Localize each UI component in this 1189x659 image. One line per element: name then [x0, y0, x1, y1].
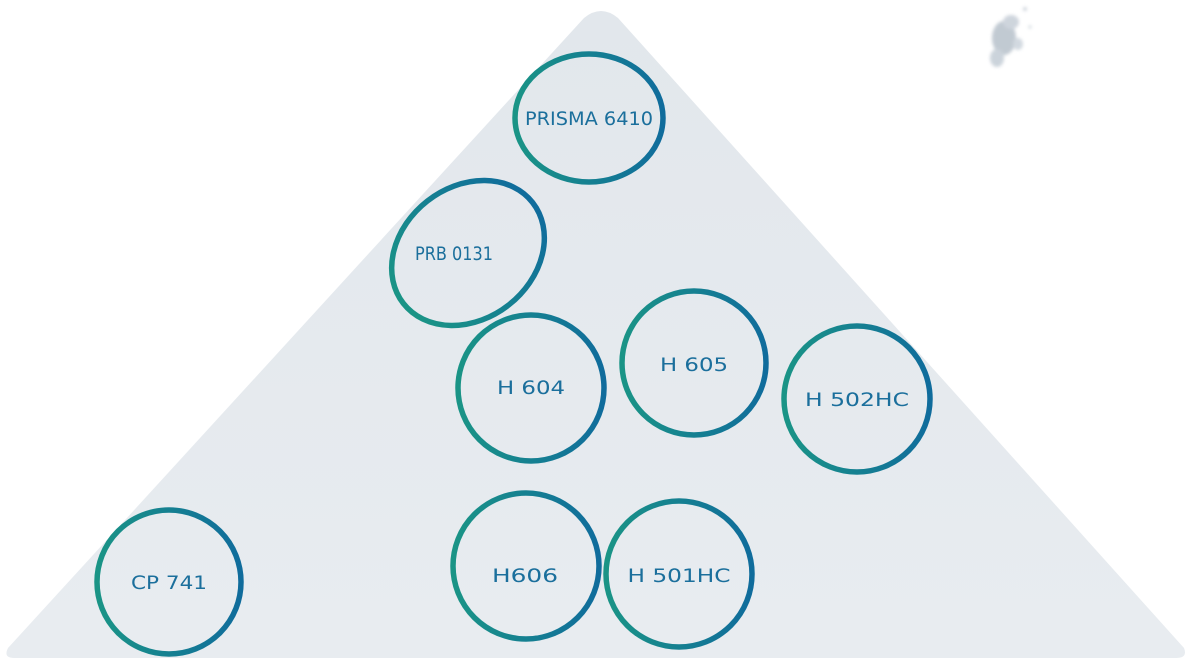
node-h-501hc: H 501HC [603, 498, 755, 650]
node-ring [450, 490, 602, 642]
node-label: H 605 [660, 354, 728, 376]
node-label: H606 [492, 565, 558, 587]
node-h606: H606 [450, 490, 602, 642]
node-label: PRISMA 6410 [525, 108, 653, 130]
node-label: CP 741 [131, 572, 207, 594]
node-prisma-6410: PRISMA 6410 [512, 51, 666, 185]
node-ring [603, 498, 755, 650]
pyramid-shape [6, 11, 1185, 658]
node-cp-741: CP 741 [94, 507, 244, 657]
node-ring [94, 507, 244, 657]
node-label: PRB 0131 [415, 243, 493, 265]
node-label: H 502HC [805, 389, 909, 411]
node-prb-0131: PRB 0131 [388, 177, 548, 329]
node-ring [388, 177, 548, 329]
decorative-smudge [990, 7, 1032, 67]
node-ring [619, 288, 769, 438]
node-h-604: H 604 [455, 312, 607, 464]
node-ring [512, 51, 666, 185]
node-label: H 604 [497, 377, 565, 399]
node-ring [455, 312, 607, 464]
node-ring [781, 323, 933, 475]
node-h-502hc: H 502HC [781, 323, 933, 475]
node-h-605: H 605 [619, 288, 769, 438]
node-label: H 501HC [628, 565, 731, 587]
